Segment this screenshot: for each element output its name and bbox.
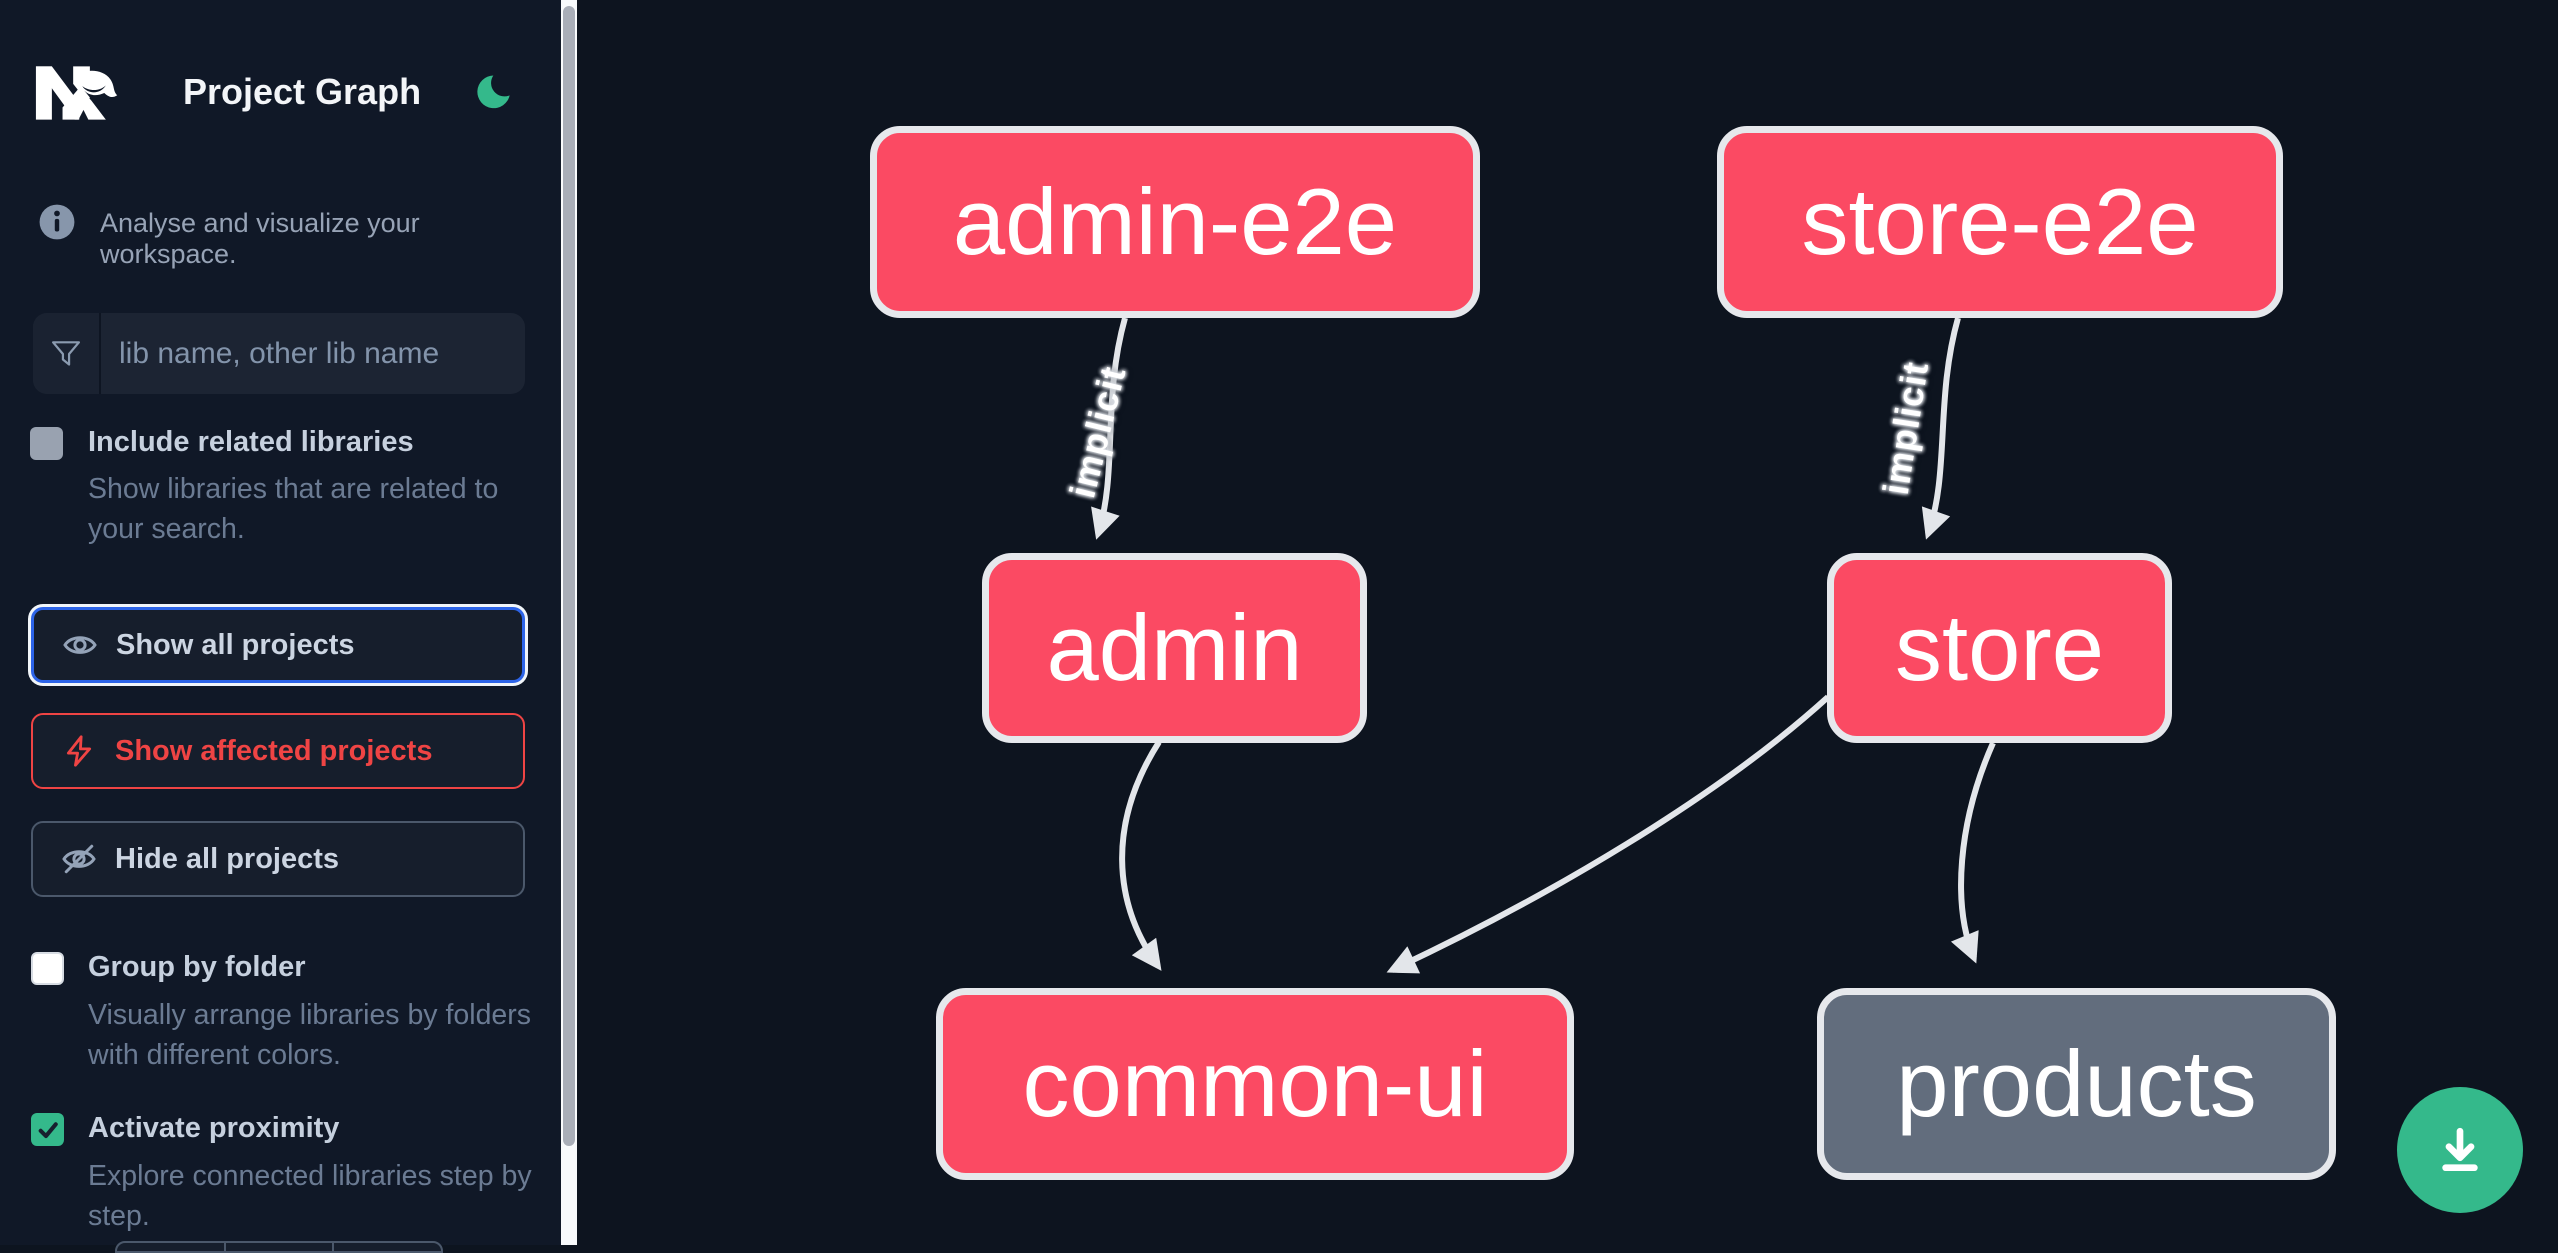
workspace-tagline: Analyse and visualize your workspace.: [100, 208, 420, 269]
show-all-projects-label: Show all projects: [116, 628, 355, 661]
activate-proximity-description: Explore connected libraries step by step…: [88, 1160, 532, 1232]
group-by-folder-description: Visually arrange libraries by folders wi…: [88, 999, 532, 1071]
sidebar-scrollbar-thumb[interactable]: [563, 6, 575, 1146]
edge-admin-common-ui: [1119, 740, 1162, 971]
eye-off-icon: [61, 841, 97, 877]
stepper-increment[interactable]: [334, 1243, 441, 1251]
activate-proximity-label: Activate proximity: [88, 1112, 340, 1144]
sidebar: Project Graph Analyse and visualize your…: [0, 0, 561, 1253]
stepper-value: [226, 1243, 335, 1251]
search-box[interactable]: [33, 313, 525, 394]
search-input[interactable]: [101, 313, 525, 394]
hide-all-projects-label: Hide all projects: [115, 842, 340, 875]
node-label: store-e2e: [1801, 169, 2199, 274]
node-label: admin: [1046, 595, 1303, 700]
graph-node-admin[interactable]: admin: [982, 553, 1367, 743]
check-icon: [38, 1121, 58, 1138]
edge-admin-e2e-admin: [1091, 317, 1128, 540]
download-icon: [2442, 1127, 2478, 1172]
edge-store-products: [1950, 741, 1996, 964]
group-by-folder-label: Group by folder: [88, 951, 306, 983]
graph-node-common-ui[interactable]: common-ui: [936, 988, 1574, 1180]
node-label: common-ui: [1022, 1031, 1488, 1136]
graph-node-store[interactable]: store: [1827, 553, 2172, 743]
include-related-label: Include related libraries: [88, 426, 414, 458]
nx-logo-icon: [35, 66, 118, 120]
checkbox-group-by-folder[interactable]: [31, 952, 64, 985]
checkbox-activate-proximity[interactable]: [31, 1113, 64, 1146]
graph-node-store-e2e[interactable]: store-e2e: [1717, 126, 2283, 318]
download-graph-button[interactable]: [2397, 1087, 2523, 1213]
filter-funnel-icon: [33, 313, 101, 394]
page-title: Project Graph: [183, 71, 422, 112]
moon-icon[interactable]: [470, 72, 512, 114]
node-label: admin-e2e: [952, 169, 1398, 274]
edge-store-e2e-store: [1921, 317, 1961, 540]
show-affected-projects-button[interactable]: Show affected projects: [31, 713, 525, 789]
sidebar-scrollbar-track[interactable]: [561, 0, 577, 1245]
stepper-decrement[interactable]: [117, 1243, 226, 1251]
node-label: store: [1895, 595, 2104, 700]
info-icon: [39, 204, 75, 240]
checkbox-include-related-libraries[interactable]: [30, 427, 63, 460]
show-affected-projects-label: Show affected projects: [115, 734, 433, 767]
show-all-projects-button[interactable]: Show all projects: [31, 607, 525, 683]
hide-all-projects-button[interactable]: Hide all projects: [31, 821, 525, 897]
graph-node-admin-e2e[interactable]: admin-e2e: [870, 126, 1480, 318]
proximity-depth-stepper[interactable]: [115, 1241, 443, 1253]
edge-store-common-ui: [1386, 694, 1831, 974]
bolt-icon: [61, 733, 97, 769]
node-label: products: [1896, 1031, 2257, 1136]
eye-icon: [62, 627, 98, 663]
graph-node-products[interactable]: products: [1817, 988, 2336, 1180]
include-related-description: Show libraries that are related to your …: [88, 473, 499, 545]
